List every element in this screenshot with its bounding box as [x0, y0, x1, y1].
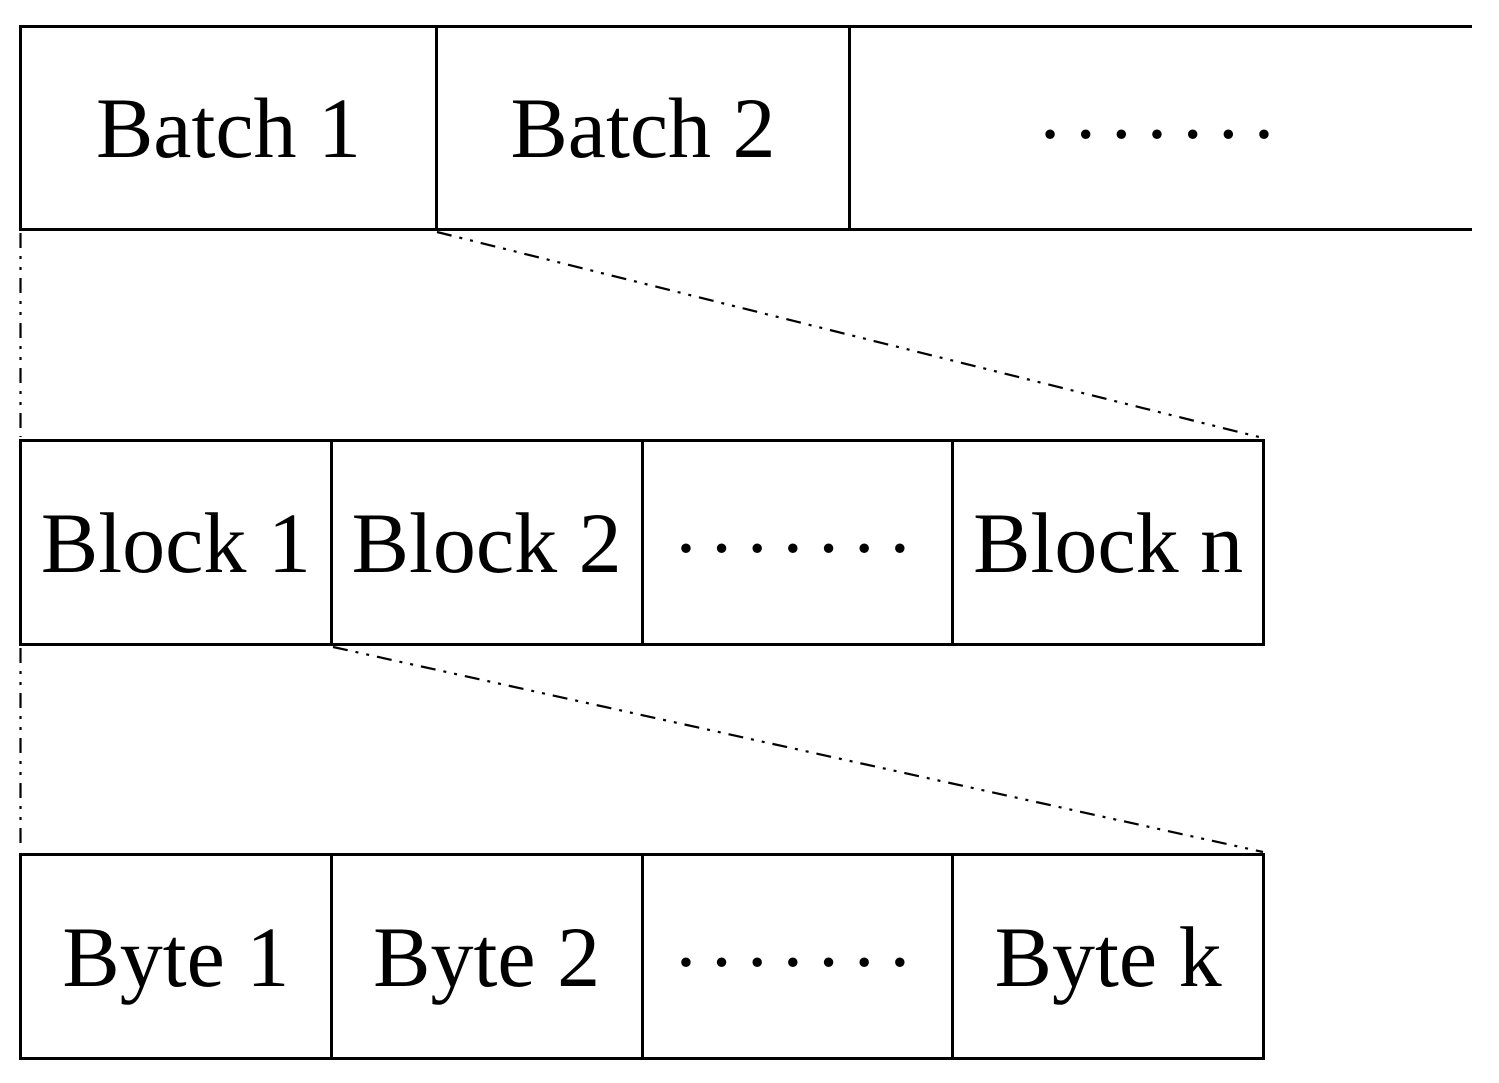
block-row: Block 1 Block 2 ······· Block n	[19, 439, 1265, 646]
batch-1-cell: Batch 1	[22, 28, 438, 228]
batch-ellipsis-cell: ·······	[1036, 90, 1287, 179]
batch-2-cell: Batch 2	[438, 28, 851, 228]
byte-ellipsis-cell: ·······	[644, 856, 955, 1057]
block-2-cell: Block 2	[333, 442, 644, 643]
byte-k-cell: Byte k	[994, 908, 1222, 1005]
block-1-cell: Block 1	[22, 442, 333, 643]
batch-to-block-diagonal-connector-line	[436, 230, 1264, 440]
byte-row: Byte 1 Byte 2 ······· Byte k	[19, 853, 1265, 1060]
block-ellipsis-cell: ·······	[644, 442, 955, 643]
byte-2-cell: Byte 2	[333, 856, 644, 1057]
block-n-cell: Block n	[973, 494, 1244, 591]
block-to-byte-diagonal-connector-line	[332, 645, 1264, 854]
batch-row: Batch 1 Batch 2 ·······	[19, 25, 1472, 231]
byte-1-cell: Byte 1	[22, 856, 333, 1057]
